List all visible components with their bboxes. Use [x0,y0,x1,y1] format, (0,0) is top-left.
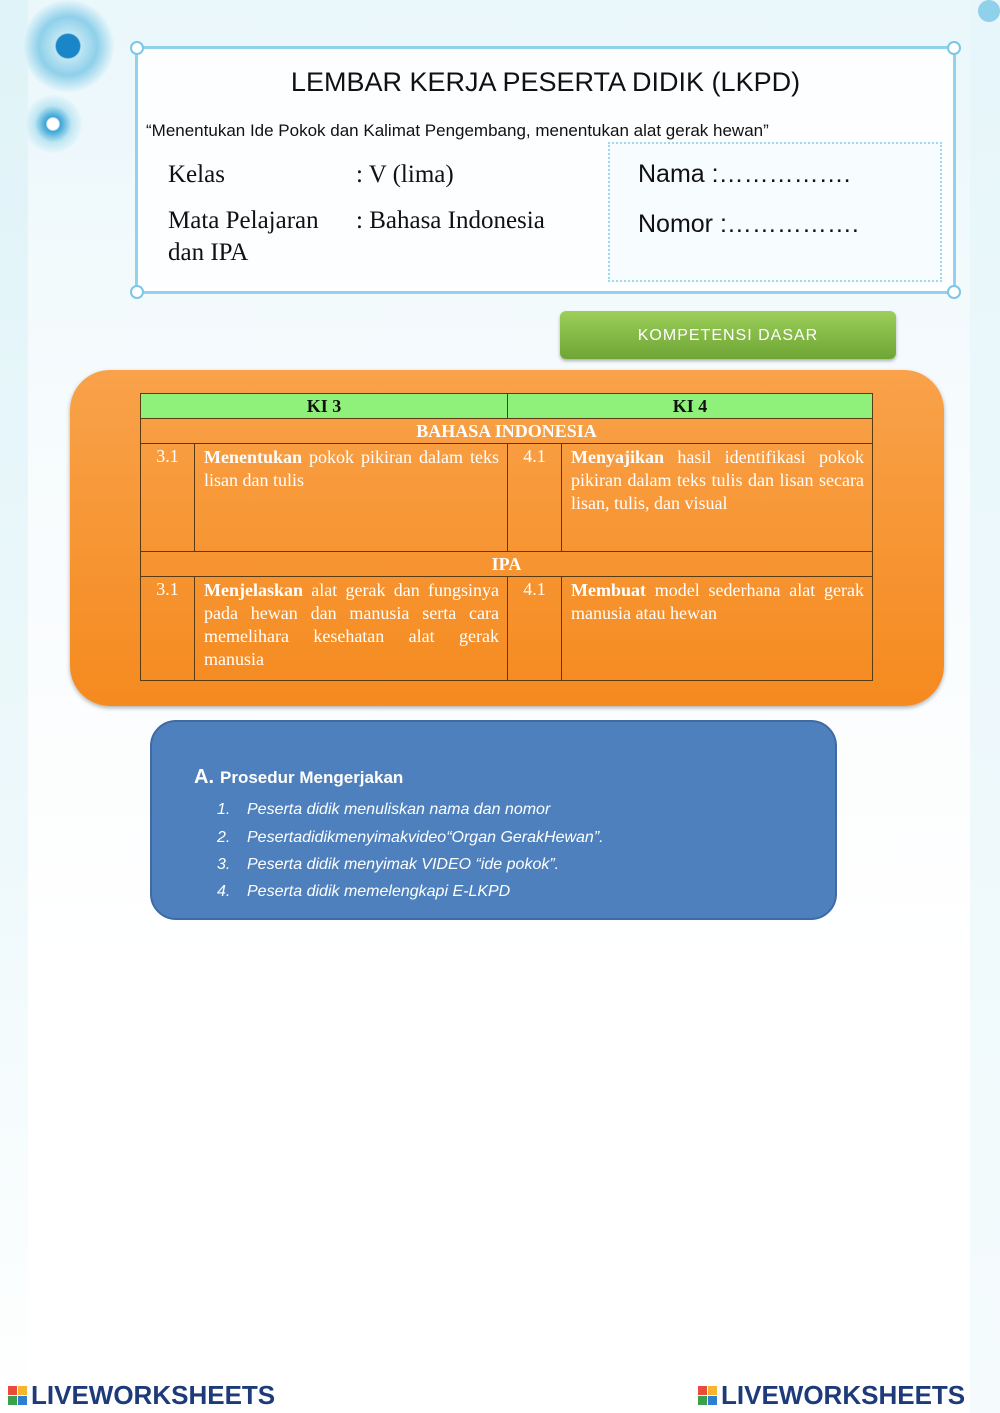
kd-number: 3.1 [140,576,195,681]
kd-desc: model sederhana alat gerak manusia atau … [571,580,864,623]
liveworksheets-logo-left[interactable]: LIVEWORKSHEETS [8,1380,275,1411]
liveworksheets-logo-right[interactable]: LIVEWORKSHEETS [698,1380,965,1411]
kd-number: 3.1 [140,443,195,552]
frame-corner [947,41,961,55]
col-header-ki4: KI 4 [507,393,873,419]
kd-desc: alat gerak dan fungsinya pada hewan dan … [204,580,499,669]
identity-box: Nama :……………. Nomor :……………. [608,142,942,282]
step-number: 4. [217,883,231,900]
col-header-ki3: KI 3 [140,393,508,419]
kd-verb: Menentukan [204,447,303,467]
kd-text: Menyajikan hasil identifikasi pokok piki… [561,443,873,552]
kd-table: KI 3 KI 4 BAHASA INDONESIA 3.1 Menentuka… [140,393,873,681]
kd-text: Menjelaskan alat gerak dan fungsinya pad… [194,576,508,681]
decor-circle [978,0,1000,22]
logo-text: LIVEWORKSHEETS [31,1380,276,1410]
decor-circle [24,95,82,153]
kd-text: Menentukan pokok pikiran dalam teks lisa… [194,443,508,552]
liveworksheets-icon [8,1386,28,1406]
mapel-value: : Bahasa Indonesia [356,207,545,234]
step-text: Pesertadidikmenyimakvideo“Organ GerakHew… [247,829,604,846]
section-row: BAHASA INDONESIA [140,418,873,444]
step-text: Peserta didik menyimak VIDEO “ide pokok”… [247,856,560,873]
right-decor-strip [970,0,1000,1413]
kd-verb: Menyajikan [571,447,665,467]
nama-field[interactable]: Nama :……………. [638,160,851,188]
nomor-field[interactable]: Nomor :……………. [638,210,859,238]
section-ipa: IPA [140,551,873,577]
mapel-cont: dan IPA [168,239,249,266]
kd-number: 4.1 [507,443,562,552]
mapel-label: Mata Pelajaran [168,207,319,234]
section-bahasa-indonesia: BAHASA INDONESIA [140,418,873,444]
procedure-letter: A. [194,766,214,788]
kd-number: 4.1 [507,576,562,681]
frame-corner [130,41,144,55]
table-header-row: KI 3 KI 4 [140,393,873,419]
logo-text: LIVEWORKSHEETS [721,1380,966,1410]
step-text: Peserta didik memelengkapi E-LKPD [247,883,511,900]
procedure-step: 4. Peserta didik memelengkapi E-LKPD [217,883,510,901]
page-subtitle: “Menentukan Ide Pokok dan Kalimat Pengem… [146,121,769,140]
kelas-label: Kelas [168,161,225,188]
table-row: 3.1 Menjelaskan alat gerak dan fungsinya… [140,576,873,681]
step-number: 2. [217,829,231,846]
procedure-heading: A. Prosedur Mengerjakan [194,766,403,789]
step-number: 1. [217,801,231,818]
kd-desc: hasil identifikasi pokok pikiran dalam t… [571,447,864,513]
procedure-title: Prosedur Mengerjakan [220,768,404,787]
procedure-step: 1. Peserta didik menuliskan nama dan nomo… [217,801,550,819]
section-row: IPA [140,551,873,577]
liveworksheets-icon [698,1386,718,1406]
kompetensi-dasar-button[interactable]: KOMPETENSI DASAR [560,311,896,359]
kelas-value: : V (lima) [356,161,454,188]
step-number: 3. [217,856,231,873]
kd-desc: pokok pikiran dalam teks lisan dan tulis [204,447,499,490]
kd-text: Membuat model sederhana alat gerak manus… [561,576,873,681]
frame-corner [130,285,144,299]
page-title: LEMBAR KERJA PESERTA DIDIK (LKPD) [290,67,801,97]
frame-corner [947,285,961,299]
procedure-step: 3. Peserta didik menyimak VIDEO “ide poko… [217,856,559,874]
procedure-box: A. Prosedur Mengerjakan 1. Peserta didik m… [150,720,837,920]
procedure-step: 2. Pesertadidikmenyimakvideo“Organ GerakH… [217,829,604,847]
step-text: Peserta didik menuliskan nama dan nomor [247,801,551,818]
left-decor-strip [0,0,28,1413]
kd-verb: Menjelaskan [204,580,303,600]
decor-circle [22,0,114,92]
kd-verb: Membuat [571,580,646,600]
table-row: 3.1 Menentukan pokok pikiran dalam teks … [140,443,873,552]
